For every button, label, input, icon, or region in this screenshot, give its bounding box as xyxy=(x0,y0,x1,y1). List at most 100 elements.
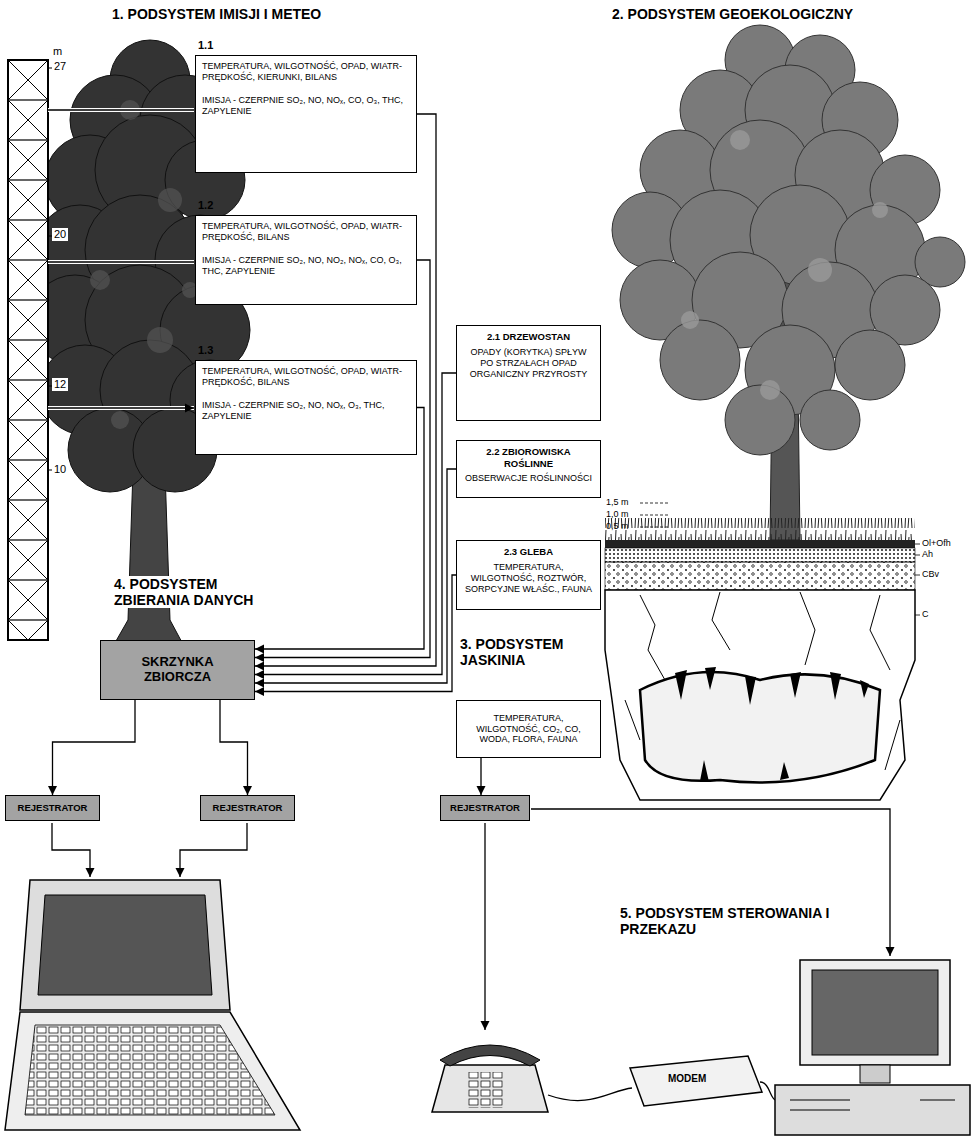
telephone xyxy=(468,1072,504,1108)
box-text: REJESTRATOR xyxy=(450,802,520,814)
box-text: TEMPERATURA, WILGOTNOŚĆ, OPAD, WIATR-PRĘ… xyxy=(202,221,410,243)
soil-horizon-label: Ol+Ofh xyxy=(922,538,951,548)
box-text: REJESTRATOR xyxy=(213,802,283,814)
cave-rock xyxy=(640,672,880,783)
soil-profile xyxy=(605,540,915,548)
data-wire xyxy=(180,823,247,877)
data-wire xyxy=(484,823,485,1030)
data-wire xyxy=(531,809,890,956)
sensor-arrow xyxy=(48,110,194,408)
left-tree xyxy=(112,470,185,648)
illustration-part xyxy=(725,385,795,455)
box-text: OPADY (KORYTKA) SPŁYW PO STRZAŁACH OPAD … xyxy=(463,347,594,380)
illustration-part xyxy=(90,100,198,429)
measurement-box: 2.1 DRZEWOSTAN OPADY (KORYTKA) SPŁYW PO S… xyxy=(456,325,601,421)
height-label: 0,5 m xyxy=(606,521,629,531)
illustration-part xyxy=(872,202,888,218)
recorder-box: REJESTRATOR xyxy=(440,795,530,821)
laptop-computer xyxy=(25,1025,275,1115)
cave-rock xyxy=(700,760,789,782)
modem xyxy=(630,1056,762,1106)
box-heading: 2.3 GLEBA xyxy=(463,546,594,558)
connector-group xyxy=(53,114,482,795)
desktop-computer xyxy=(790,1100,955,1110)
connector-arrow xyxy=(53,700,136,795)
data-wire xyxy=(548,1088,632,1101)
telephone xyxy=(432,1065,548,1112)
unit-label: m xyxy=(53,45,62,58)
soil-horizon-label: CBv xyxy=(922,569,939,579)
telephone xyxy=(440,1045,540,1066)
soil-profile xyxy=(605,518,915,540)
soil-horizon-label: C xyxy=(922,609,929,619)
desktop-computer xyxy=(860,1065,890,1083)
illustration-part xyxy=(660,320,740,400)
illustration-part xyxy=(800,390,860,450)
measurement-tower xyxy=(8,60,52,640)
illustration-part xyxy=(730,130,750,150)
illustration-part xyxy=(147,327,173,353)
desktop-computer xyxy=(812,970,938,1055)
cave-rock xyxy=(605,590,915,800)
soil-horizon-label: Ah xyxy=(922,549,933,559)
sensor-arrow xyxy=(48,110,194,408)
illustration-part xyxy=(158,188,182,212)
box-text: REJESTRATOR xyxy=(18,802,88,814)
illustration-part xyxy=(760,380,780,400)
collector-box: SKRZYNKA ZBIORCZA xyxy=(100,640,255,700)
desktop-computer xyxy=(775,960,970,1135)
recorder-box: REJESTRATOR xyxy=(5,795,100,821)
subsystem-heading: 1. PODSYSTEM IMISJI I METEO xyxy=(112,6,321,22)
measurement-box: 1.1TEMPERATURA, WILGOTNOŚĆ, OPAD, WIATR-… xyxy=(195,55,417,173)
box-heading: 2.2 ZBIOROWISKA ROŚLINNE xyxy=(463,446,594,469)
connector-arrow xyxy=(480,758,481,795)
laptop-computer xyxy=(38,895,212,995)
measurement-box: 1.2TEMPERATURA, WILGOTNOŚĆ, OPAD, WIATR-… xyxy=(195,215,417,305)
box-text: IMISJA - CZERPNIE SO₂, NO, NOₓ, O₃, THC,… xyxy=(202,400,410,422)
box-text: SKRZYNKA ZBIORCZA xyxy=(107,655,248,685)
cave-rock xyxy=(675,667,869,705)
connector-arrow xyxy=(220,700,248,795)
measurement-box: 1.3TEMPERATURA, WILGOTNOŚĆ, OPAD, WIATR-… xyxy=(195,360,417,455)
cave-rock xyxy=(605,590,915,800)
measurement-tower xyxy=(8,60,48,640)
box-text: TEMPERATURA, WILGOTNOŚĆ, OPAD, WIATR-PRĘ… xyxy=(202,366,410,388)
illustration-part xyxy=(90,270,110,290)
measurement-box: 2.2 ZBIOROWISKA ROŚLINNE OBSERWACJE ROŚLI… xyxy=(456,440,601,498)
illustration-part xyxy=(681,311,699,329)
telephone xyxy=(432,1045,548,1112)
illustration-part xyxy=(808,258,832,282)
subsystem-heading: 5. PODSYSTEM STEROWANIA I PRZEKAZU xyxy=(620,905,860,937)
measurement-tower xyxy=(8,60,48,640)
box-text: IMISJA - CZERPNIE SO₂, NO, NOₓ, CO, O₃, … xyxy=(202,95,410,117)
soil-profile xyxy=(605,562,915,590)
box-text: TEMPERATURA, WILGOTNOŚĆ, ROZTWÓR, SORPCY… xyxy=(463,562,594,595)
subsystem-heading: 3. PODSYSTEM JASKINIA xyxy=(460,636,595,668)
modem xyxy=(630,1056,762,1106)
illustration-part xyxy=(612,25,965,455)
desktop-computer xyxy=(800,960,950,1065)
recorder-box: REJESTRATOR xyxy=(200,795,295,821)
height-label: 1,5 m xyxy=(606,497,629,507)
sensor-arrow xyxy=(48,110,194,408)
laptop-computer xyxy=(5,1012,300,1130)
desktop-computer xyxy=(775,1085,970,1135)
height-label: 27 xyxy=(52,60,68,73)
illustration-part xyxy=(681,130,888,400)
height-label: 20 xyxy=(52,228,68,241)
box-heading: 2.1 DRZEWOSTAN xyxy=(463,331,594,343)
height-label: 12 xyxy=(52,378,68,391)
illustration-part xyxy=(111,411,129,429)
measurement-box: TEMPERATURA, WILGOTNOŚĆ, CO₂, CO, WODA, … xyxy=(456,700,601,758)
height-label: 10 xyxy=(52,463,68,476)
box-heading: 1.2 xyxy=(198,199,213,212)
laptop-computer xyxy=(5,880,300,1130)
box-text: OBSERWACJE ROŚLINNOŚCI xyxy=(463,473,594,484)
soil-profile xyxy=(605,548,915,562)
box-text: TEMPERATURA, WILGOTNOŚĆ, CO₂, CO, WODA, … xyxy=(463,713,594,746)
laptop-computer xyxy=(20,880,230,1010)
right-tree xyxy=(612,25,965,540)
box-heading: 1.3 xyxy=(198,344,213,357)
measurement-box: 2.3 GLEBA TEMPERATURA, WILGOTNOŚĆ, ROZTWÓ… xyxy=(456,540,601,610)
